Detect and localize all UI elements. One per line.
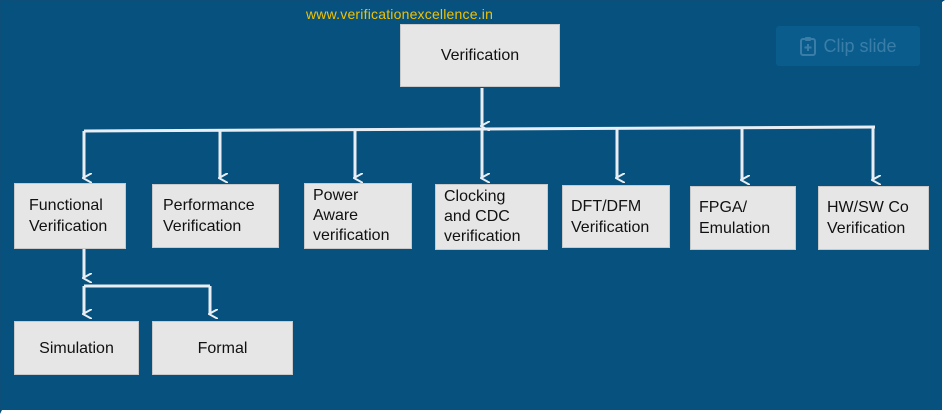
category-node-fpga-emulation: FPGA/ Emulation <box>690 186 796 250</box>
sub-node-label: Formal <box>197 339 248 357</box>
category-node-functional: Functional Verification <box>14 183 126 249</box>
category-label: DFT/DFM Verification <box>571 197 650 236</box>
clipboard-icon <box>800 37 817 56</box>
category-label: HW/SW Co Verification <box>827 199 909 237</box>
clip-slide-button[interactable]: Clip slide <box>776 26 920 66</box>
category-label: FPGA/ Emulation <box>699 199 771 237</box>
category-label: Power Aware verification <box>313 187 390 244</box>
category-node-hwsw-co: HW/SW Co Verification <box>818 186 929 250</box>
root-node-verification: Verification <box>400 24 560 87</box>
root-node-label: Verification <box>440 47 520 64</box>
category-node-clocking-cdc: Clocking and CDC verification <box>435 184 548 250</box>
clip-slide-label: Clip slide <box>823 35 897 56</box>
category-label: Functional Verification <box>29 197 108 235</box>
category-label: Clocking and CDC verification <box>444 188 521 245</box>
category-node-power-aware: Power Aware verification <box>304 183 412 249</box>
category-node-performance: Performance Verification <box>152 184 279 248</box>
watermark-text: www.verificationexcellence.in <box>306 6 494 22</box>
top-bus-connector <box>83 125 876 133</box>
sub-node-simulation: Simulation <box>14 321 139 375</box>
sub-node-formal: Formal <box>152 321 293 375</box>
category-node-dft-dfm: DFT/DFM Verification <box>562 185 670 248</box>
sub-node-label: Simulation <box>39 339 114 357</box>
category-label: Performance Verification <box>163 197 255 235</box>
